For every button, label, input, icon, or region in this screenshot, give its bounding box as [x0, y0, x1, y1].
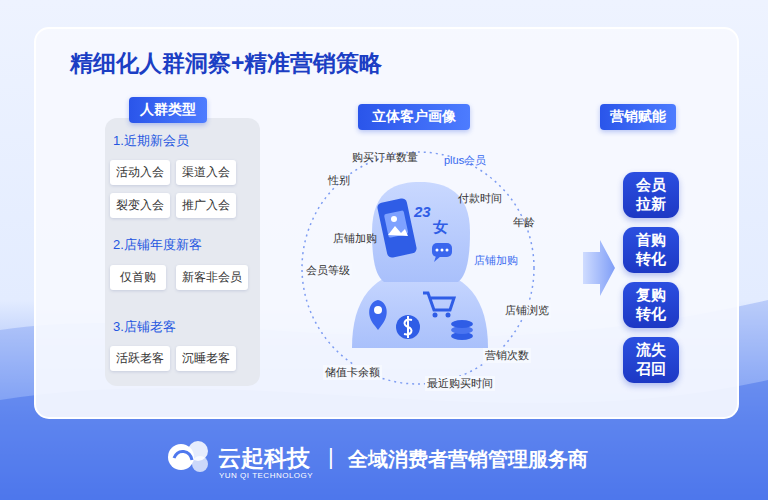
section-heading: 1.近期新会员: [113, 132, 189, 150]
marketing-action: 流失 召回: [623, 337, 679, 383]
attribute-label: 店铺加购: [474, 253, 518, 268]
segment-chip: 活跃老客: [110, 346, 170, 371]
node-label: 仅首购: [120, 269, 156, 286]
segment-chip: 渠道入会: [176, 160, 236, 185]
attribute-label: 性别: [328, 173, 350, 188]
attribute-label: 店铺浏览: [503, 303, 551, 318]
segment-chip: 裂变入会: [110, 193, 170, 218]
attribute-label: 店铺加购: [333, 231, 377, 246]
node-label: 新客非会员: [182, 269, 242, 286]
slogan: 全域消费者营销管理服务商: [348, 446, 588, 473]
attribute-label: 会员等级: [304, 263, 352, 278]
attribute-label: 购买订单数量: [352, 150, 418, 165]
node-label: 渠道入会: [182, 164, 230, 181]
attribute-label: 营销次数: [483, 348, 531, 363]
attribute-label: 年龄: [513, 215, 535, 230]
flow-arrow: [583, 240, 615, 296]
illustration-text: 女: [433, 218, 448, 237]
node-label: 活跃老客: [116, 350, 164, 367]
section-heading: 2.店铺年度新客: [113, 236, 202, 254]
divider: |: [328, 444, 334, 470]
segment-chip: 新客非会员: [176, 265, 248, 290]
segment-chip: 沉睡老客: [176, 346, 236, 371]
node-label: 复购 转化: [635, 286, 667, 324]
marketing-action: 首购 转化: [623, 227, 679, 273]
panel-header: 立体客户画像: [358, 104, 470, 130]
node-label: 流失 召回: [635, 341, 667, 379]
attribute-label: 储值卡余额: [323, 365, 382, 380]
node-label: 会员 拉新: [635, 176, 667, 214]
node-label: 首购 转化: [635, 231, 667, 269]
segment-chip: 活动入会: [110, 160, 170, 185]
marketing-action: 复购 转化: [623, 282, 679, 328]
section-heading: 3.店铺老客: [113, 318, 176, 336]
page-title: 精细化人群洞察+精准营销策略: [70, 48, 382, 79]
node-label: 沉睡老客: [182, 350, 230, 367]
header-text: 人群类型: [140, 101, 196, 119]
attribute-label: 最近购买时间: [425, 376, 495, 391]
illustration-text: 23: [414, 203, 431, 220]
attribute-label: plus会员: [444, 153, 486, 168]
marketing-action: 会员 拉新: [623, 172, 679, 218]
section-header: 营销赋能: [600, 104, 676, 130]
node-label: 活动入会: [116, 164, 164, 181]
node-label: 营销赋能: [610, 108, 666, 126]
segment-chip: 仅首购: [110, 265, 166, 290]
panel-header: 人群类型: [129, 97, 207, 123]
brand-name: 云起科技: [218, 443, 310, 474]
attribute-label: 付款时间: [458, 191, 502, 206]
logo-mark: [168, 441, 208, 472]
node-label: 推广入会: [182, 197, 230, 214]
header-text: 立体客户画像: [372, 108, 456, 126]
persona-illustration: [352, 182, 488, 348]
card: [35, 28, 738, 418]
brand-subtitle: YUN QI TECHNOLOGY: [219, 471, 313, 480]
node-label: 裂变入会: [116, 197, 164, 214]
segment-chip: 推广入会: [176, 193, 236, 218]
group-panel: 人群类型1.近期新会员2.店铺年度新客3.店铺老客活动入会渠道入会裂变入会推广入…: [105, 118, 260, 386]
